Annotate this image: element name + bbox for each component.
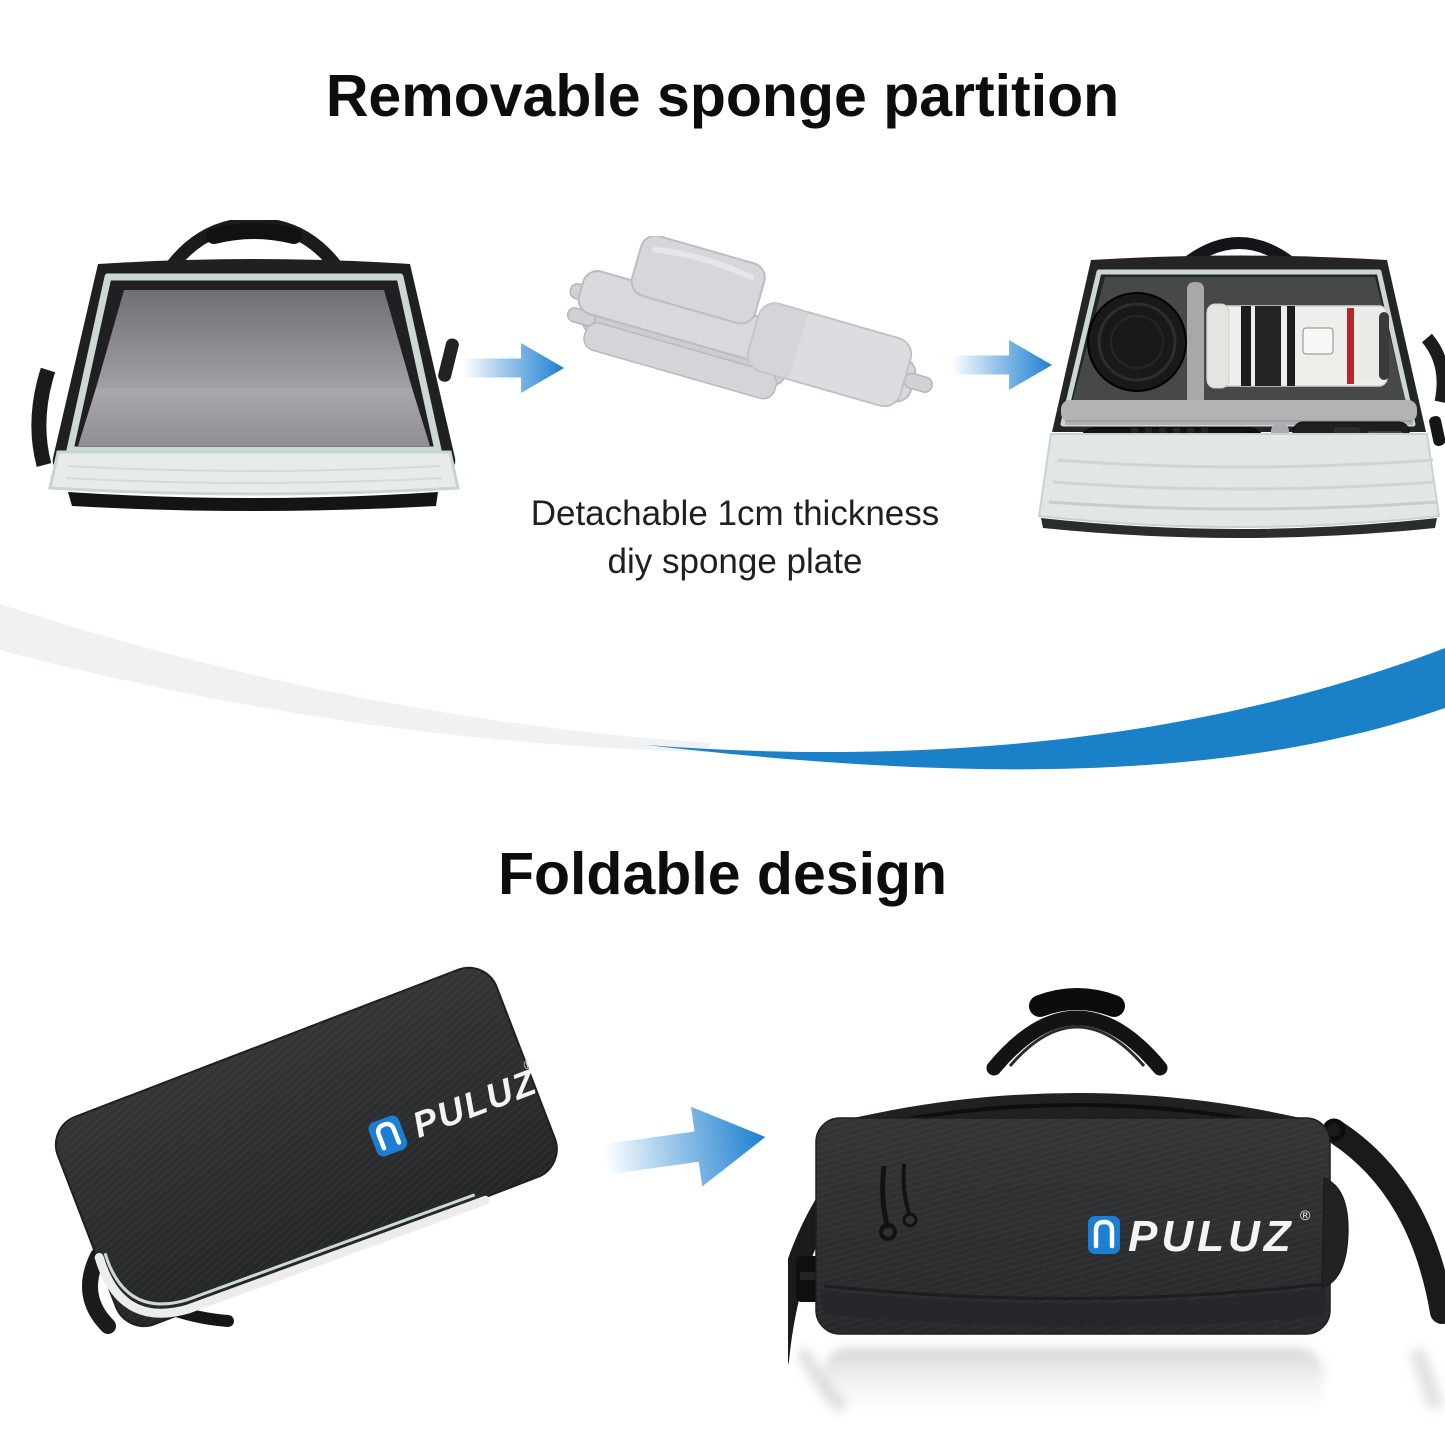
brand-logo: PULUZ ® — [1088, 1207, 1311, 1261]
bag-front-flap — [48, 450, 460, 496]
divider-shadow — [1065, 420, 1413, 425]
reflection-strap — [1408, 1347, 1444, 1411]
padded-divider — [1187, 282, 1204, 406]
lens-cap — [1087, 292, 1187, 392]
lens-cap-ring — [1097, 302, 1177, 382]
strap-tab — [1429, 415, 1445, 446]
sponge-small-pad — [630, 236, 766, 325]
packed-bag-photo — [1035, 220, 1445, 548]
side-pocket — [1321, 1177, 1349, 1289]
reflection-body — [822, 1348, 1324, 1422]
flap-pleat — [1056, 458, 1434, 469]
focus-window — [1302, 327, 1334, 355]
lens-ring — [1287, 306, 1295, 386]
arrow-shape — [952, 340, 1053, 390]
arrow-shape — [464, 343, 565, 393]
bag-handle-grip — [206, 223, 302, 244]
zipper-pull — [438, 338, 459, 382]
white-telephoto-lens — [1206, 303, 1389, 389]
strap-piece — [82, 1248, 116, 1334]
lens-hood-ring — [1206, 303, 1230, 389]
lens-ring — [1241, 306, 1251, 386]
zipper-pull-ring — [902, 1212, 918, 1228]
brand-logo-glyph — [375, 1121, 402, 1151]
brand-logo-glyph — [1093, 1219, 1115, 1249]
side-strap — [31, 367, 56, 467]
registered-mark: ® — [1300, 1207, 1311, 1223]
front-seam — [823, 1282, 1325, 1301]
folded-slab: PULUZ ® — [54, 966, 558, 1328]
empty-bag-illustration — [31, 220, 460, 511]
swoosh-blue-band — [646, 648, 1445, 770]
handle-inner-line — [1008, 1025, 1146, 1067]
bag-handle — [986, 1010, 1168, 1076]
folded-bag-illustration: PULUZ ® — [54, 966, 558, 1334]
assembled-bag-photo: PULUZ ® — [788, 960, 1445, 1445]
slab-texture — [55, 967, 557, 1327]
arrow-shape — [603, 1106, 766, 1187]
bag-handle-grip — [1029, 988, 1125, 1017]
floor-reflection — [795, 1346, 1444, 1422]
mint-trim — [103, 1193, 476, 1306]
side-strap — [1421, 333, 1445, 403]
bottom-band — [820, 1288, 1326, 1327]
white-piping — [94, 1195, 490, 1318]
flap-pleat — [67, 465, 441, 472]
bag-body-texture — [816, 1118, 1330, 1334]
sponge-shading — [747, 302, 809, 380]
bag-interior-back — [96, 290, 412, 388]
right-arrow-icon — [462, 337, 568, 399]
bag-interior-floor — [78, 388, 430, 446]
swoosh-divider — [0, 590, 1445, 795]
bag-front-flap — [1037, 433, 1441, 528]
zipper-pull-cord — [901, 1163, 912, 1217]
bag-base — [68, 492, 438, 511]
sponge-caption: Detachable 1cm thickness diy sponge plat… — [465, 490, 1005, 587]
lens-front-barrel — [1357, 310, 1381, 382]
sponge-stack-photo — [560, 236, 945, 486]
sponge-highlight — [651, 246, 754, 281]
packed-bag-illustration — [1037, 237, 1445, 538]
right-arrow-icon — [950, 334, 1056, 396]
reflection-strap — [795, 1346, 849, 1414]
flap-edge — [1041, 518, 1437, 538]
empty-bag-photo — [28, 220, 480, 522]
lens-cap-ring — [1110, 315, 1164, 369]
sponge-stack-illustration — [566, 236, 933, 408]
sponge-caption-line2: diy sponge plate — [607, 542, 863, 582]
right-arrow-icon — [576, 1084, 798, 1212]
section-title-foldable: Foldable design — [497, 841, 948, 907]
flap-pleat — [1048, 500, 1438, 511]
bag-rim-piping — [66, 273, 442, 454]
padded-divider — [1061, 400, 1417, 422]
bag-lid — [830, 1093, 1324, 1146]
lens-zoom-ring — [1255, 306, 1281, 386]
sponge-caption-line1: Detachable 1cm thickness — [530, 494, 940, 533]
shoulder-strap-right — [1324, 1120, 1445, 1324]
section-title-removable: Removable sponge partition — [325, 63, 1120, 129]
brand-name-text: PULUZ — [1128, 1212, 1295, 1261]
sponge-layer — [583, 322, 778, 400]
lens-front-rim — [1379, 312, 1389, 380]
zipper-pull-ring — [879, 1223, 897, 1241]
flap-pleat — [1052, 480, 1436, 491]
assembled-bag-illustration: PULUZ ® — [788, 988, 1445, 1422]
flap-pleat — [65, 477, 443, 484]
red-ring — [1347, 308, 1354, 384]
strap-buckle-bar — [800, 1272, 822, 1280]
swoosh-gray-band — [0, 604, 712, 752]
folded-bag-photo: PULUZ ® — [38, 956, 568, 1376]
